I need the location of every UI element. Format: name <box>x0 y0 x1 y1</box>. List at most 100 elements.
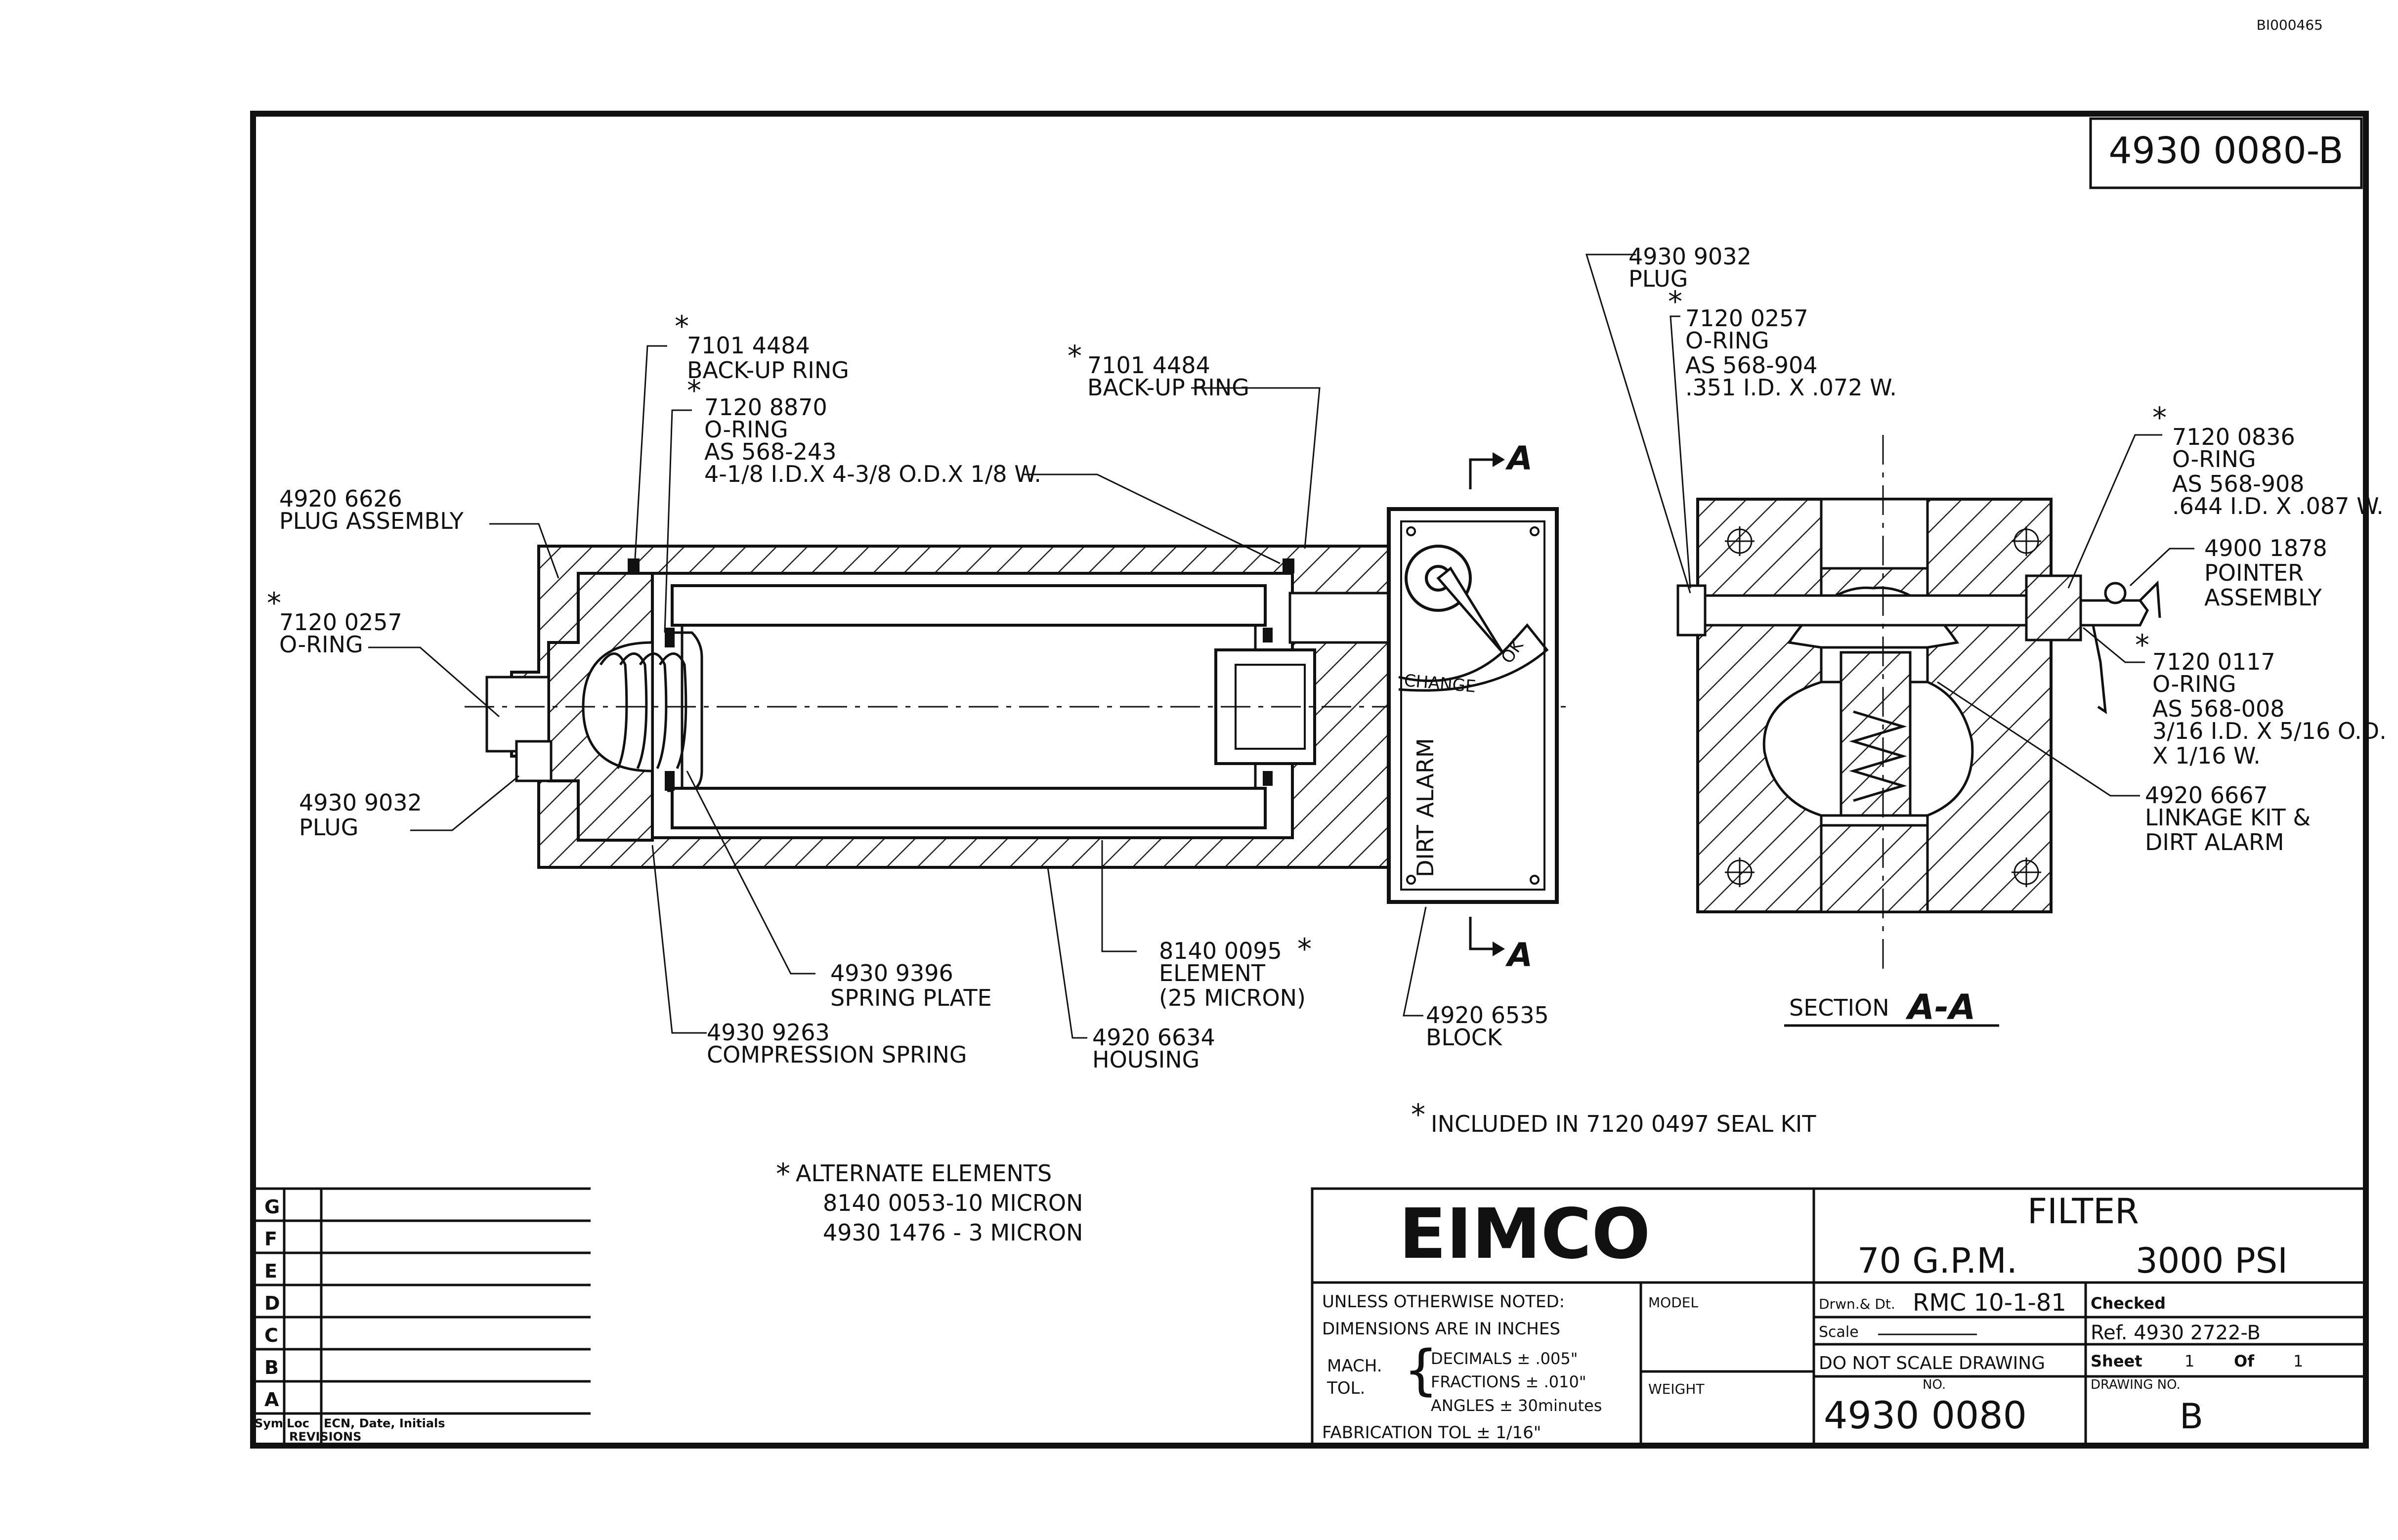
svg-text:*: * <box>2135 628 2149 662</box>
callout-o-ring-left: * 7120 0257 O-RING <box>267 586 402 658</box>
svg-text:4920 6667: 4920 6667 <box>2145 782 2268 809</box>
linkage-spring <box>1849 710 1907 802</box>
svg-text:4920 6626: 4920 6626 <box>279 485 402 512</box>
svg-text:A: A <box>1505 936 1533 974</box>
callout-backup-ring-left: * 7101 4484 BACK-UP RING <box>675 309 849 384</box>
filter-element <box>671 584 1316 829</box>
svg-text:{: { <box>1404 1338 1438 1402</box>
rev-row-d: D <box>264 1292 280 1314</box>
svg-text:7120 0257: 7120 0257 <box>1685 305 1808 332</box>
svg-text:.644 I.D. X .087 W.: .644 I.D. X .087 W. <box>2172 493 2384 519</box>
outlet-port <box>1288 592 1390 644</box>
svg-text:Drwn.& Dt.: Drwn.& Dt. <box>1819 1296 1895 1312</box>
svg-text:FABRICATION TOL ± 1/16": FABRICATION TOL ± 1/16" <box>1322 1423 1541 1443</box>
svg-text:Loc: Loc <box>287 1416 309 1430</box>
svg-text:REVISIONS: REVISIONS <box>289 1430 361 1444</box>
callout-o-ring-top: * 7120 0257 O-RING AS 568-904 .351 I.D. … <box>1668 285 1897 401</box>
dirt-alarm-block: CHANGE OK DIRT ALARM <box>1387 507 1559 904</box>
svg-text:DIMENSIONS ARE IN INCHES: DIMENSIONS ARE IN INCHES <box>1322 1319 1560 1339</box>
callout-o-ring-0836: * 7120 0836 O-RING AS 568-908 .644 I.D. … <box>2152 401 2384 519</box>
section-marker-top: A <box>1469 439 1533 489</box>
svg-text:7101 4484: 7101 4484 <box>1087 352 1210 379</box>
svg-text:UNLESS OTHERWISE NOTED:: UNLESS OTHERWISE NOTED: <box>1322 1292 1565 1312</box>
svg-text:7120 0257: 7120 0257 <box>279 609 402 636</box>
pressure-rating: 3000 PSI <box>2136 1241 2288 1281</box>
svg-text:AS 568-908: AS 568-908 <box>2172 471 2305 497</box>
svg-text:WEIGHT: WEIGHT <box>1648 1381 1705 1397</box>
svg-text:7120 0117: 7120 0117 <box>2152 648 2275 675</box>
svg-text:SPRING PLATE: SPRING PLATE <box>830 984 992 1011</box>
svg-text:PLUG ASSEMBLY: PLUG ASSEMBLY <box>279 508 464 534</box>
leader-lines <box>368 254 2194 1039</box>
svg-text:AS 568-243: AS 568-243 <box>704 438 837 465</box>
svg-text:SECTION: SECTION <box>1789 994 1889 1021</box>
top-right-number-box: 4930 0080-B <box>2089 117 2363 189</box>
rev-row-b: B <box>264 1357 279 1378</box>
callout-pointer-assembly: 4900 1878 POINTER ASSEMBLY <box>2204 535 2327 611</box>
gauge-pointer <box>1436 566 1504 653</box>
callout-spring-plate: 4930 9396 SPRING PLATE <box>830 960 992 1011</box>
pointer-assembly <box>2081 580 2161 715</box>
svg-text:BACK-UP RING: BACK-UP RING <box>1087 374 1249 401</box>
seal-kit-note: * INCLUDED IN 7120 0497 SEAL KIT <box>1411 1098 1816 1137</box>
callout-plug-assembly: 4920 6626 PLUG ASSEMBLY <box>279 485 464 534</box>
svg-text:X 1/16 W.: X 1/16 W. <box>2152 742 2261 769</box>
callout-backup-ring-right: * 7101 4484 BACK-UP RING <box>1068 339 1249 401</box>
callout-housing: 4920 6634 HOUSING <box>1092 1024 1215 1073</box>
rev-row-c: C <box>264 1325 278 1346</box>
svg-text:O-RING: O-RING <box>2172 446 2256 472</box>
svg-text:8140 0095: 8140 0095 <box>1159 938 1282 964</box>
section-a-a-view <box>1676 435 2161 969</box>
svg-text:DRAWING NO.: DRAWING NO. <box>2091 1377 2181 1392</box>
svg-text:ALTERNATE ELEMENTS: ALTERNATE ELEMENTS <box>796 1160 1052 1187</box>
svg-text:4930 1476 - 3 MICRON: 4930 1476 - 3 MICRON <box>823 1219 1083 1246</box>
svg-text:4900 1878: 4900 1878 <box>2204 535 2327 561</box>
svg-text:Ref. 4930 2722-B: Ref. 4930 2722-B <box>2091 1322 2261 1344</box>
rev-row-a: A <box>264 1389 279 1411</box>
callout-compression-spring: 4930 9263 COMPRESSION SPRING <box>707 1019 967 1068</box>
svg-text:4930 9032: 4930 9032 <box>299 789 422 816</box>
svg-text:4-1/8 I.D.X 4-3/8 O.D.X 1/8 W.: 4-1/8 I.D.X 4-3/8 O.D.X 1/8 W. <box>704 461 1041 487</box>
svg-text:*: * <box>1068 339 1082 373</box>
section-marker-bottom: A <box>1469 917 1533 974</box>
svg-text:4920 6535: 4920 6535 <box>1426 1002 1549 1028</box>
drawing-title: FILTER <box>2027 1191 2139 1232</box>
callout-plug-left: 4930 9032 PLUG <box>299 789 422 841</box>
callout-linkage-kit: 4920 6667 LINKAGE KIT & DIRT ALARM <box>2145 782 2311 856</box>
svg-text:*: * <box>687 374 701 407</box>
drawing-number: 4930 0080 <box>1824 1393 2027 1437</box>
svg-text:.351 I.D. X .072 W.: .351 I.D. X .072 W. <box>1685 374 1897 401</box>
svg-text:COMPRESSION SPRING: COMPRESSION SPRING <box>707 1041 967 1068</box>
svg-text:(25 MICRON): (25 MICRON) <box>1159 984 1306 1011</box>
svg-text:7101 4484: 7101 4484 <box>687 332 810 359</box>
svg-text:AS 568-904: AS 568-904 <box>1685 352 1818 379</box>
svg-text:DIRT ALARM: DIRT ALARM <box>2145 829 2284 856</box>
callout-o-ring-8870: * 7120 8870 O-RING AS 568-243 4-1/8 I.D.… <box>687 374 1041 487</box>
svg-text:*: * <box>267 586 281 620</box>
rev-row-e: E <box>264 1260 277 1282</box>
filter-section-view <box>465 545 1572 869</box>
svg-text:Sym: Sym <box>255 1416 283 1430</box>
callout-block: 4920 6535 BLOCK <box>1426 1002 1549 1051</box>
revisions-table: G F E D C B A Sym Loc ECN, Date, Initial… <box>253 1187 591 1446</box>
svg-text:4930 9396: 4930 9396 <box>830 960 953 986</box>
gauge-scale-arc <box>1398 623 1549 692</box>
svg-text:MODEL: MODEL <box>1648 1294 1698 1311</box>
svg-text:4930 9032: 4930 9032 <box>1628 243 1752 270</box>
drawing-border <box>250 111 2369 1449</box>
svg-text:7120 0836: 7120 0836 <box>2172 424 2295 450</box>
svg-text:3/16 I.D. X 5/16 O.D.: 3/16 I.D. X 5/16 O.D. <box>2152 718 2387 744</box>
svg-text:A-A: A-A <box>1905 987 1975 1027</box>
svg-text:ASSEMBLY: ASSEMBLY <box>2204 584 2322 611</box>
svg-text:O-RING: O-RING <box>279 631 363 658</box>
alternate-elements-note: * ALTERNATE ELEMENTS 8140 0053-10 MICRON… <box>776 1157 1083 1246</box>
dirt-alarm-label: DIRT ALARM <box>1412 738 1439 877</box>
svg-text:PLUG: PLUG <box>299 814 358 841</box>
svg-text:Sheet: Sheet <box>2091 1352 2142 1370</box>
svg-text:4920 6634: 4920 6634 <box>1092 1024 1215 1051</box>
svg-text:1: 1 <box>2184 1352 2194 1370</box>
flow-rating: 70 G.P.M. <box>1857 1241 2017 1281</box>
svg-text:HOUSING: HOUSING <box>1092 1046 1199 1073</box>
svg-text:ELEMENT: ELEMENT <box>1159 960 1266 986</box>
